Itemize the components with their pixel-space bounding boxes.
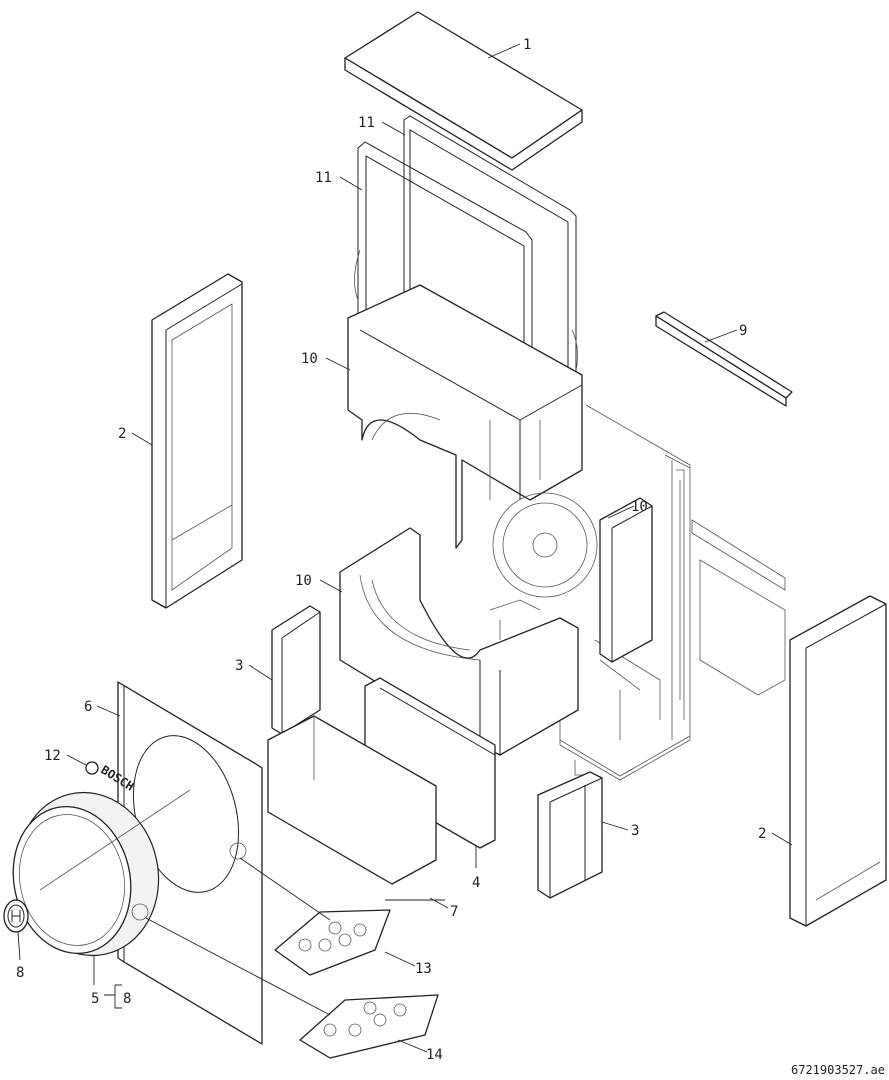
rear-panel-part: [691, 519, 786, 696]
fan-grille-part: [12, 789, 191, 957]
label-gasket-rear: 11: [358, 115, 375, 131]
label-logo-badge: 8: [16, 965, 24, 981]
label-front-panel: 6: [84, 699, 92, 715]
label-screw-kit-b: 14: [426, 1047, 443, 1063]
label-fan-frame: 10: [631, 499, 648, 515]
label-front-inner-panel: 4: [472, 875, 480, 891]
label-side-panel-right: 2: [758, 826, 766, 842]
upper-frame-part: [347, 284, 583, 549]
logo-badge-part: [3, 899, 29, 933]
top-cover-part: [344, 11, 583, 171]
drawing-code: 6721903527.ae: [791, 1063, 885, 1077]
label-fan-grille: 5: [91, 991, 99, 1007]
label-lower-frame: 10: [295, 573, 312, 589]
label-screw-kit-a: 13: [415, 961, 432, 977]
insulation-panel-part: [267, 715, 437, 885]
label-insulation-panel: 7: [450, 904, 458, 920]
label-bracket: 9: [739, 323, 747, 339]
leader-lines: [17, 43, 793, 1053]
side-panel-left-part: [151, 273, 243, 609]
lower-frame-part: [339, 527, 579, 756]
label-top-cover: 1: [523, 37, 531, 53]
bracket-part: [655, 311, 793, 407]
label-brand-badge: 12: [44, 748, 61, 764]
label-fan-grille-ref: 8: [123, 991, 131, 1007]
label-upper-frame: 10: [301, 351, 318, 367]
screw-kit-b-part: [131, 903, 439, 1059]
fan-frame-part: [492, 492, 653, 663]
label-corner-post-right: 3: [631, 823, 639, 839]
screw-kit-a-part: [229, 842, 391, 976]
label-gasket-front: 11: [315, 170, 332, 186]
corner-post-left-part: [271, 605, 321, 735]
label-corner-post-left: 3: [235, 658, 243, 674]
corner-post-right-part: [537, 771, 603, 899]
label-side-panel-left: 2: [118, 426, 126, 442]
side-panel-right-part: [789, 595, 887, 927]
